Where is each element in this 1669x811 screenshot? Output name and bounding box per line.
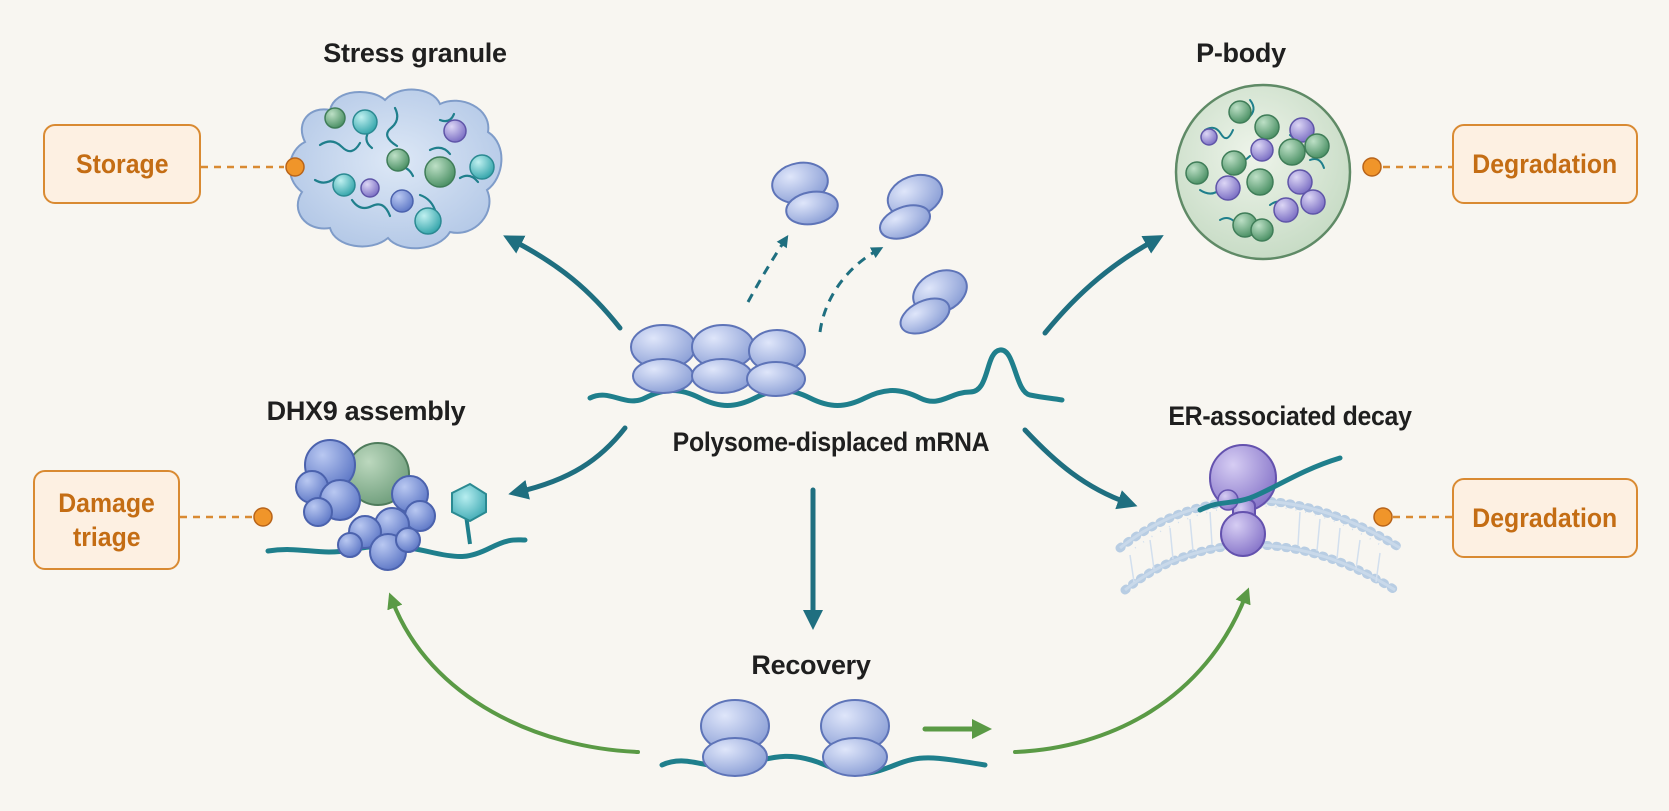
stress-granule-illustration [288,88,503,250]
er-decay-illustration [1115,444,1405,595]
arrow-recovery-to-er [1013,587,1251,754]
outcome-damage-triage: Damage triage [33,470,180,570]
label-er-associated-decay: ER-associated decay [1168,401,1412,431]
arrow-to-stress-granule [503,235,623,331]
arrow-to-er-decay [1022,427,1138,510]
recovery-illustration [659,699,988,777]
arrow-to-p-body [1042,235,1164,336]
polysome-illustration [587,161,1065,408]
arrow-recovery-to-dhx9 [387,592,640,754]
label-dhx9-assembly: DHX9 assembly [266,396,466,426]
dhx9-assembly-illustration [265,439,528,571]
outcome-degradation-bottom: Degradation [1452,478,1638,558]
outcome-storage: Storage [43,124,201,204]
outcome-damage-triage-line2: triage [72,522,141,552]
outcome-connectors [180,165,1452,519]
outcome-degradation-top: Degradation [1452,124,1638,204]
outcome-degradation-top-text: Degradation [1472,149,1618,179]
label-stress-granule: Stress granule [323,38,507,68]
outcome-degradation-bottom-text: Degradation [1472,503,1618,533]
outcome-damage-triage-line1: Damage [58,488,155,518]
label-p-body: P-body [1196,38,1286,68]
outcome-storage-text: Storage [75,149,169,179]
outcome-connector-dots [253,157,1393,527]
label-polysome-displaced-mrna: Polysome-displaced mRNA [672,427,990,457]
label-recovery: Recovery [751,650,871,680]
p-body-illustration [1174,83,1352,261]
recovery-arrows [387,587,1251,754]
arrow-to-dhx9-assembly [508,425,628,500]
pathway-arrows [503,235,1164,630]
